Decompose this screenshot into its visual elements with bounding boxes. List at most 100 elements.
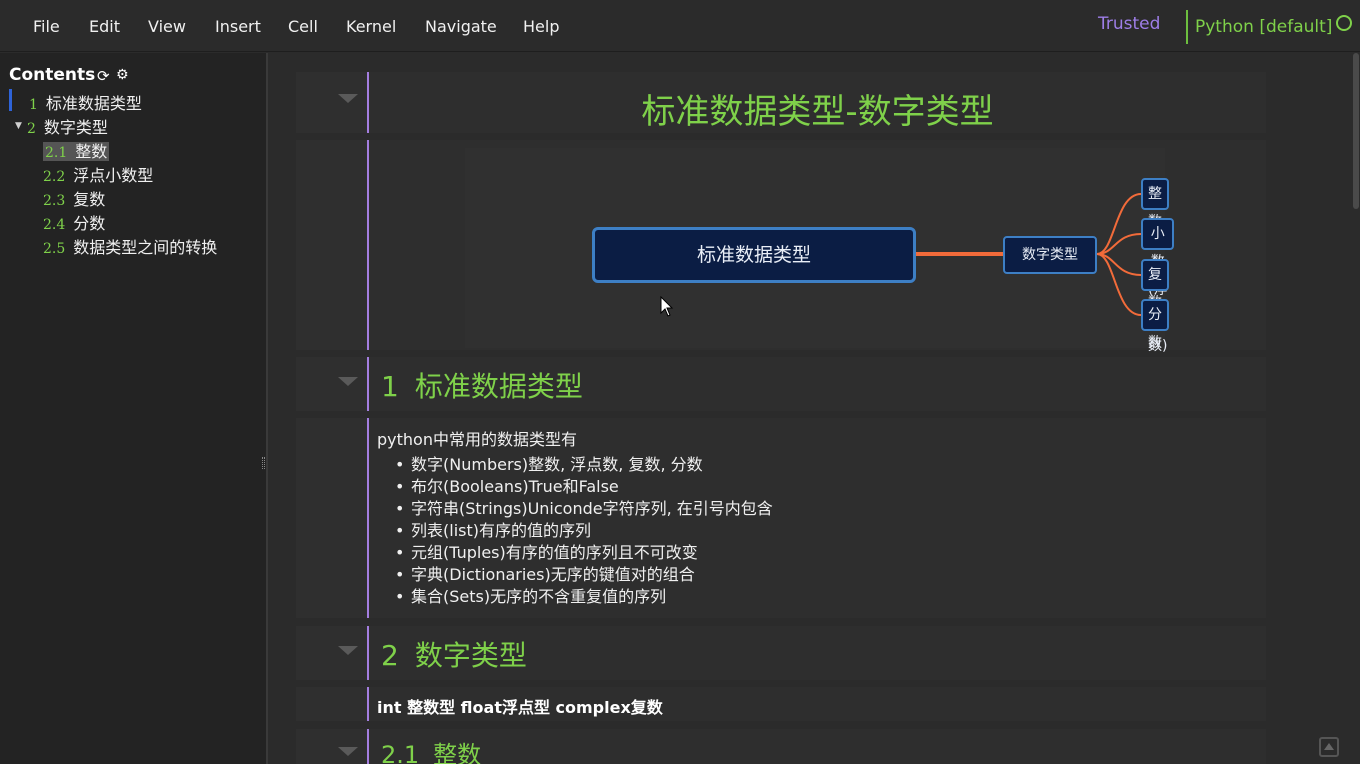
toc-item-label: 标准数据类型 xyxy=(45,94,142,113)
heading-label: 数字类型 xyxy=(414,639,527,672)
list-item: 集合(Sets)无序的不含重复值的序列 xyxy=(395,586,773,608)
mindmap-leaf-node: 分数 xyxy=(1141,299,1169,351)
menu-cell[interactable]: Cell xyxy=(288,17,318,36)
trusted-indicator[interactable]: Trusted xyxy=(1098,14,1161,34)
notebook-title: 标准数据类型-数字类型 xyxy=(641,92,994,132)
menu-help[interactable]: Help xyxy=(523,17,560,36)
cell-content: 2 数字类型 xyxy=(369,626,1266,680)
toc-title: Contents xyxy=(9,65,96,85)
cell-selection-bar xyxy=(367,729,369,764)
cell-content: python中常用的数据类型有 数字(Numbers)整数, 浮点数, 复数, … xyxy=(369,418,1266,618)
section-heading: 2.1 整数 xyxy=(381,735,481,764)
toc-item-number: 1 xyxy=(29,97,38,113)
mindmap-image: 标准数据类型 数字类型 整数 小数(浮点数) 复数 分数 xyxy=(465,148,1175,354)
toc-item-number: 2.3 xyxy=(43,193,66,209)
collapse-arrow-icon[interactable] xyxy=(338,747,358,756)
cell-content: 标准数据类型 数字类型 整数 小数(浮点数) 复数 分数 xyxy=(369,140,1266,354)
markdown-cell-section-2[interactable]: 2 数字类型 xyxy=(296,626,1266,680)
toc-item-label: 浮点小数型 xyxy=(73,166,154,185)
markdown-cell-section-2-1[interactable]: 2.1 整数 xyxy=(296,729,1266,764)
sidebar-resize-handle[interactable] xyxy=(262,457,265,469)
mindmap-leaf-node: 整数 xyxy=(1141,178,1169,230)
mouse-cursor-icon xyxy=(660,296,674,317)
toc-item-number: 2 xyxy=(27,121,36,137)
toc-item-2-2[interactable]: 2.2 浮点小数型 xyxy=(43,162,153,186)
toc-item-highlight: 2.1 整数 xyxy=(43,142,110,161)
toc-item-1[interactable]: 1 标准数据类型 xyxy=(29,90,142,114)
number-types-text: int 整数型 float浮点型 complex复数 xyxy=(377,698,663,717)
menu-insert[interactable]: Insert xyxy=(215,17,261,36)
cell-gutter xyxy=(296,729,368,764)
list-item: 字典(Dictionaries)无序的键值对的组合 xyxy=(395,564,773,586)
datatype-list: 数字(Numbers)整数, 浮点数, 复数, 分数 布尔(Booleans)T… xyxy=(395,454,773,608)
toc-item-label: 数据类型之间的转换 xyxy=(73,238,218,257)
cell-selection-bar xyxy=(367,418,369,618)
collapse-arrow-icon[interactable] xyxy=(338,94,358,103)
toc-item-label: 整数 xyxy=(75,142,108,161)
mindmap-links xyxy=(916,193,1142,316)
kernel-name[interactable]: Python [default] xyxy=(1195,17,1333,37)
heading-label: 整数 xyxy=(433,741,482,764)
markdown-cell-section-1[interactable]: 1 标准数据类型 xyxy=(296,357,1266,411)
cell-selection-bar xyxy=(367,626,369,680)
cell-selection-bar xyxy=(367,72,369,133)
section-heading: 2 数字类型 xyxy=(381,634,527,674)
markdown-cell-number-types[interactable]: int 整数型 float浮点型 complex复数 xyxy=(296,687,1266,721)
section-heading: 1 标准数据类型 xyxy=(381,365,583,405)
vertical-scrollbar[interactable] xyxy=(1351,53,1360,764)
toc-item-2[interactable]: 2 数字类型 xyxy=(27,114,108,138)
toc-item-2-1[interactable]: 2.1 整数 xyxy=(43,138,110,162)
list-item: 列表(list)有序的值的序列 xyxy=(395,520,773,542)
toc-item-2-4[interactable]: 2.4 分数 xyxy=(43,210,105,234)
list-item: 数字(Numbers)整数, 浮点数, 复数, 分数 xyxy=(395,454,773,476)
menu-navigate[interactable]: Navigate xyxy=(425,17,497,36)
menu-kernel[interactable]: Kernel xyxy=(346,17,397,36)
toc-item-number: 2.1 xyxy=(45,145,68,161)
cell-content: 1 标准数据类型 xyxy=(369,357,1266,411)
toc-sidebar: Contents ⟳ ⚙ ▼ 1 标准数据类型 2 数字类型 2.1 整数 2.2 浮点… xyxy=(0,53,268,764)
toc-item-label: 分数 xyxy=(73,214,106,233)
collapse-arrow-icon[interactable] xyxy=(338,646,358,655)
mindmap-leaf-node: 小数(浮点数) xyxy=(1141,218,1175,354)
toc-item-label: 数字类型 xyxy=(43,118,108,137)
heading-number: 1 xyxy=(381,370,399,403)
list-item: 字符串(Strings)Uniconde字符序列, 在引号内包含 xyxy=(395,498,773,520)
heading-number: 2 xyxy=(381,639,399,672)
heading-label: 标准数据类型 xyxy=(414,370,583,403)
cell-selection-bar xyxy=(367,140,369,350)
list-item: 元组(Tuples)有序的值的序列且不可改变 xyxy=(395,542,773,564)
cell-gutter xyxy=(296,418,368,618)
cell-selection-bar xyxy=(367,357,369,411)
mindmap-root-node: 标准数据类型 xyxy=(592,227,916,283)
caret-down-icon[interactable]: ▼ xyxy=(15,121,22,131)
scrollbar-thumb[interactable] xyxy=(1353,53,1359,209)
cell-gutter xyxy=(296,140,368,350)
toc-item-number: 2.2 xyxy=(43,169,66,185)
toc-item-number: 2.4 xyxy=(43,217,66,233)
heading-number: 2.1 xyxy=(381,741,420,764)
mindmap-branch-node: 数字类型 xyxy=(1003,236,1097,274)
list-item: 布尔(Booleans)True和False xyxy=(395,476,773,498)
toc-item-label: 复数 xyxy=(73,190,106,209)
cell-content: 2.1 整数 xyxy=(369,729,1266,764)
toc-item-2-3[interactable]: 2.3 复数 xyxy=(43,186,105,210)
refresh-icon[interactable]: ⟳ xyxy=(97,67,110,85)
cell-content: 标准数据类型-数字类型 xyxy=(369,72,1266,133)
scroll-to-top-icon[interactable] xyxy=(1319,737,1339,757)
cell-content: int 整数型 float浮点型 complex复数 xyxy=(369,687,1266,721)
menu-view[interactable]: View xyxy=(148,17,186,36)
toc-active-indicator xyxy=(9,89,12,111)
markdown-cell-mindmap[interactable]: 标准数据类型 数字类型 整数 小数(浮点数) 复数 分数 xyxy=(296,140,1266,354)
intro-text: python中常用的数据类型有 xyxy=(377,430,577,449)
menu-file[interactable]: File xyxy=(33,17,60,36)
markdown-cell-datatypes-list[interactable]: python中常用的数据类型有 数字(Numbers)整数, 浮点数, 复数, … xyxy=(296,418,1266,618)
mindmap-leaf-node: 复数 xyxy=(1141,259,1169,311)
collapse-arrow-icon[interactable] xyxy=(338,377,358,386)
cell-gutter xyxy=(296,687,368,721)
menu-bar: File Edit View Insert Cell Kernel Naviga… xyxy=(0,0,1360,52)
markdown-cell-title[interactable]: 标准数据类型-数字类型 xyxy=(296,72,1266,133)
menu-edit[interactable]: Edit xyxy=(89,17,120,36)
kernel-status-icon xyxy=(1336,15,1352,31)
gear-icon[interactable]: ⚙ xyxy=(116,67,129,83)
